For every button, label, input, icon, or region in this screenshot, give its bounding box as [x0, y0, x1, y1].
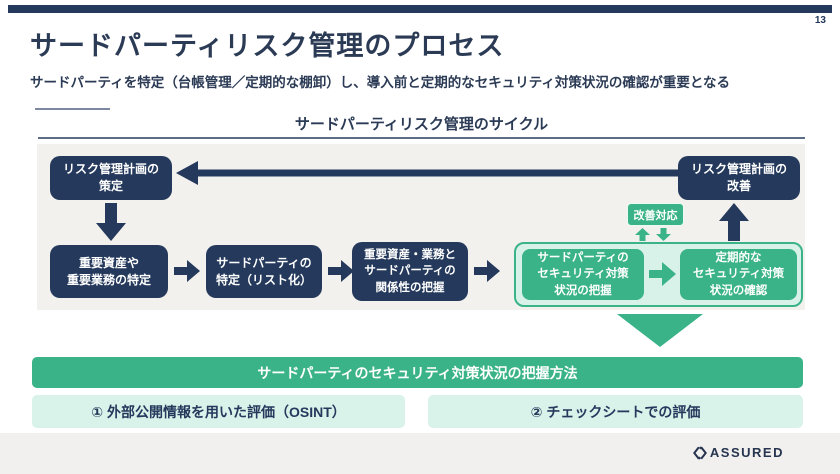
- arrow-right-icon: [328, 259, 354, 283]
- box-security-grasp-line1: サードパーティの: [537, 252, 629, 265]
- page-title: サードパーティリスク管理のプロセス: [30, 31, 505, 61]
- box-periodic-check-line3: 状況の確認: [709, 284, 768, 297]
- box-security-grasp: サードパーティの セキュリティ対策 状況の把握: [522, 249, 644, 300]
- arrow-right-icon: [174, 259, 200, 283]
- footer-bar: [0, 433, 840, 474]
- box-important-assets-line1: 重要資産や: [78, 255, 139, 270]
- method-checksheet: ② チェックシートでの評価: [428, 395, 803, 428]
- box-thirdparty-identify-line2: 特定（リスト化）: [215, 272, 312, 287]
- methods-header-bar: サードパーティのセキュリティ対策状況の把握方法: [32, 357, 803, 388]
- small-arrow-down-icon: [656, 228, 671, 241]
- cycle-heading: サードパーティリスク管理のサイクル: [294, 116, 549, 133]
- page-number: 13: [814, 15, 826, 26]
- box-risk-improve-line2: 改善: [726, 179, 751, 193]
- box-thirdparty-identify-line1: サードパーティの: [216, 255, 312, 270]
- box-risk-improve-line1: リスク管理計画の: [690, 162, 787, 177]
- box-relationship-grasp-line3: 関係性の把握: [375, 281, 445, 294]
- box-important-assets: 重要資産や 重要業務の特定: [50, 245, 168, 298]
- box-risk-plan-line2: 策定: [98, 179, 123, 193]
- cycle-heading-rule: [38, 137, 805, 139]
- page-subtitle: サードパーティを特定（台帳管理／定期的な棚卸）し、導入前と定期的なセキュリティ対…: [30, 75, 730, 90]
- box-relationship-grasp: 重要資産・業務と サードパーティの 関係性の把握: [352, 242, 468, 301]
- big-down-triangle-icon: [617, 314, 703, 347]
- box-periodic-check-line2: セキュリティ対策: [692, 268, 785, 281]
- box-security-grasp-line3: 状況の把握: [554, 284, 612, 297]
- box-risk-plan-line1: リスク管理計画の: [62, 162, 159, 177]
- box-relationship-grasp-line1: 重要資産・業務と: [364, 249, 456, 262]
- arrow-up-icon: [719, 203, 749, 241]
- arrow-right-icon: [474, 259, 500, 283]
- box-risk-improve: リスク管理計画の 改善: [678, 156, 800, 200]
- box-periodic-check: 定期的な セキュリティ対策 状況の確認: [680, 249, 797, 300]
- box-risk-plan: リスク管理計画の 策定: [50, 156, 172, 200]
- subtitle-underline: [35, 108, 110, 110]
- box-important-assets-line2: 重要業務の特定: [66, 272, 151, 287]
- box-thirdparty-identify: サードパーティの 特定（リスト化）: [206, 245, 322, 298]
- assured-logo-icon: [692, 445, 707, 460]
- brand-logo: ASSURED: [692, 445, 784, 460]
- box-periodic-check-line1: 定期的な: [715, 252, 762, 265]
- arrow-left-long-icon: [176, 161, 678, 185]
- improvement-badge: 改善対応: [627, 203, 684, 226]
- brand-name: ASSURED: [709, 445, 784, 460]
- top-accent-bar: [8, 5, 832, 13]
- green-arrow-right-icon: [649, 261, 676, 287]
- box-security-grasp-line2: セキュリティ対策: [537, 268, 629, 281]
- arrow-down-icon: [96, 203, 126, 241]
- small-arrow-up-icon: [635, 228, 650, 241]
- method-osint: ① 外部公開情報を用いた評価（OSINT）: [32, 395, 405, 428]
- box-relationship-grasp-line2: サードパーティの: [364, 265, 456, 278]
